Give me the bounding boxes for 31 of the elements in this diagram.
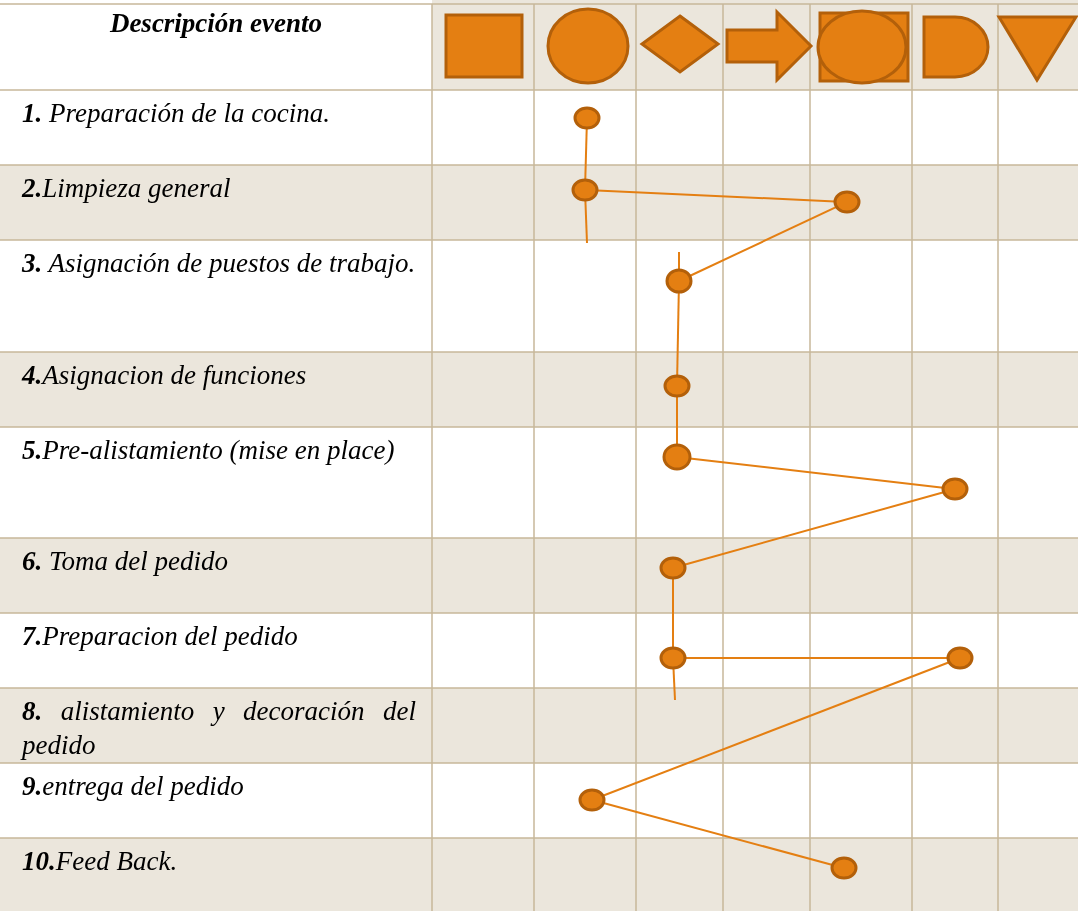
- connector-line: [596, 189, 836, 203]
- process-dot: [665, 268, 693, 294]
- process-dot: [571, 178, 599, 202]
- event-description: 3. Asignación de puestos de trabajo.: [22, 247, 416, 280]
- event-description: 1. Preparación de la cocina.: [22, 97, 331, 130]
- connector-line: [678, 251, 680, 271]
- process-dot: [662, 443, 692, 471]
- column-header: Descripción evento: [108, 7, 324, 40]
- process-dot: [578, 788, 606, 812]
- event-description: 2.Limpieza general: [22, 172, 232, 205]
- event-description: 10.Feed Back.: [22, 845, 179, 878]
- event-description: 5.Pre-alistamiento (mise en place): [22, 434, 396, 467]
- process-dot: [663, 374, 691, 398]
- connector-line: [672, 667, 676, 701]
- event-description: 6. Toma del pedido: [22, 545, 229, 578]
- process-dot: [946, 646, 974, 670]
- process-dot: [833, 190, 861, 214]
- connector-line: [676, 395, 678, 446]
- process-dot: [659, 556, 687, 580]
- event-description: 9.entrega del pedido: [22, 770, 245, 803]
- event-description: 7.Preparacion del pedido: [22, 620, 299, 653]
- process-dot: [830, 856, 858, 880]
- process-dot: [659, 646, 687, 670]
- connector-line: [684, 657, 949, 659]
- connector-line: [584, 199, 588, 244]
- connector-line: [584, 127, 588, 181]
- connector-line: [672, 577, 674, 649]
- process-dot: [941, 477, 969, 501]
- connector-line: [676, 291, 680, 377]
- process-dot: [573, 106, 601, 130]
- event-description: 4.Asignacion de funciones: [22, 359, 308, 392]
